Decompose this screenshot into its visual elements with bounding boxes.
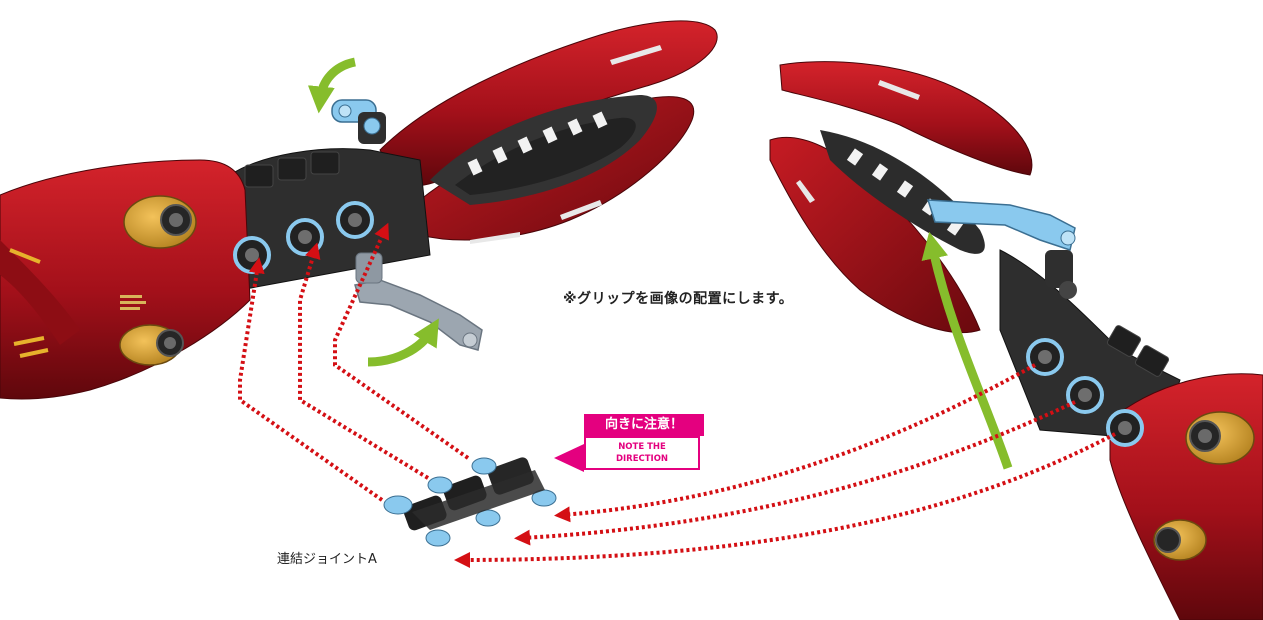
joint-part-label: 連結ジョイントA	[277, 552, 377, 567]
left-gold-sensor-lower	[119, 324, 184, 366]
right-rotate-arrow	[921, 231, 1013, 470]
right-joint-sockets	[1026, 338, 1144, 447]
direction-callout: 向きに注意！ NOTE THE DIRECTION	[554, 414, 704, 472]
guide-line-5	[514, 400, 1076, 546]
joint-part-a	[383, 457, 557, 547]
grip-placement-instruction: ※グリップを画像の配置にします。	[563, 291, 794, 307]
callout-subtitle: NOTE THE DIRECTION	[584, 436, 700, 470]
guide-lines	[238, 222, 1116, 568]
guide-line-2	[298, 242, 430, 480]
callout-title: 向きに注意！	[584, 414, 704, 436]
left-rotate-arrow-bottom	[367, 318, 439, 367]
right-gold-sensor-lower	[1153, 519, 1207, 561]
left-joint-sockets	[233, 201, 374, 274]
guide-line-3	[333, 222, 470, 460]
left-rotate-arrow-top	[307, 57, 357, 114]
callout-subtitle-line2: DIRECTION	[615, 454, 669, 464]
right-tail-arm	[769, 61, 1263, 620]
callout-pointer	[554, 444, 584, 472]
left-lower-grip	[354, 252, 483, 351]
guide-line-6	[454, 432, 1116, 568]
right-grip-joint	[926, 199, 1077, 299]
left-gold-sensor-upper	[123, 195, 197, 249]
right-upper-jaw	[779, 61, 1033, 176]
left-upper-grip-joint	[331, 99, 386, 144]
right-gold-sensor-upper	[1185, 411, 1255, 465]
left-tail-arm	[0, 20, 718, 400]
guide-line-1	[238, 257, 384, 502]
callout-subtitle-line1: NOTE THE	[618, 442, 666, 452]
right-body-armor	[1109, 373, 1263, 620]
